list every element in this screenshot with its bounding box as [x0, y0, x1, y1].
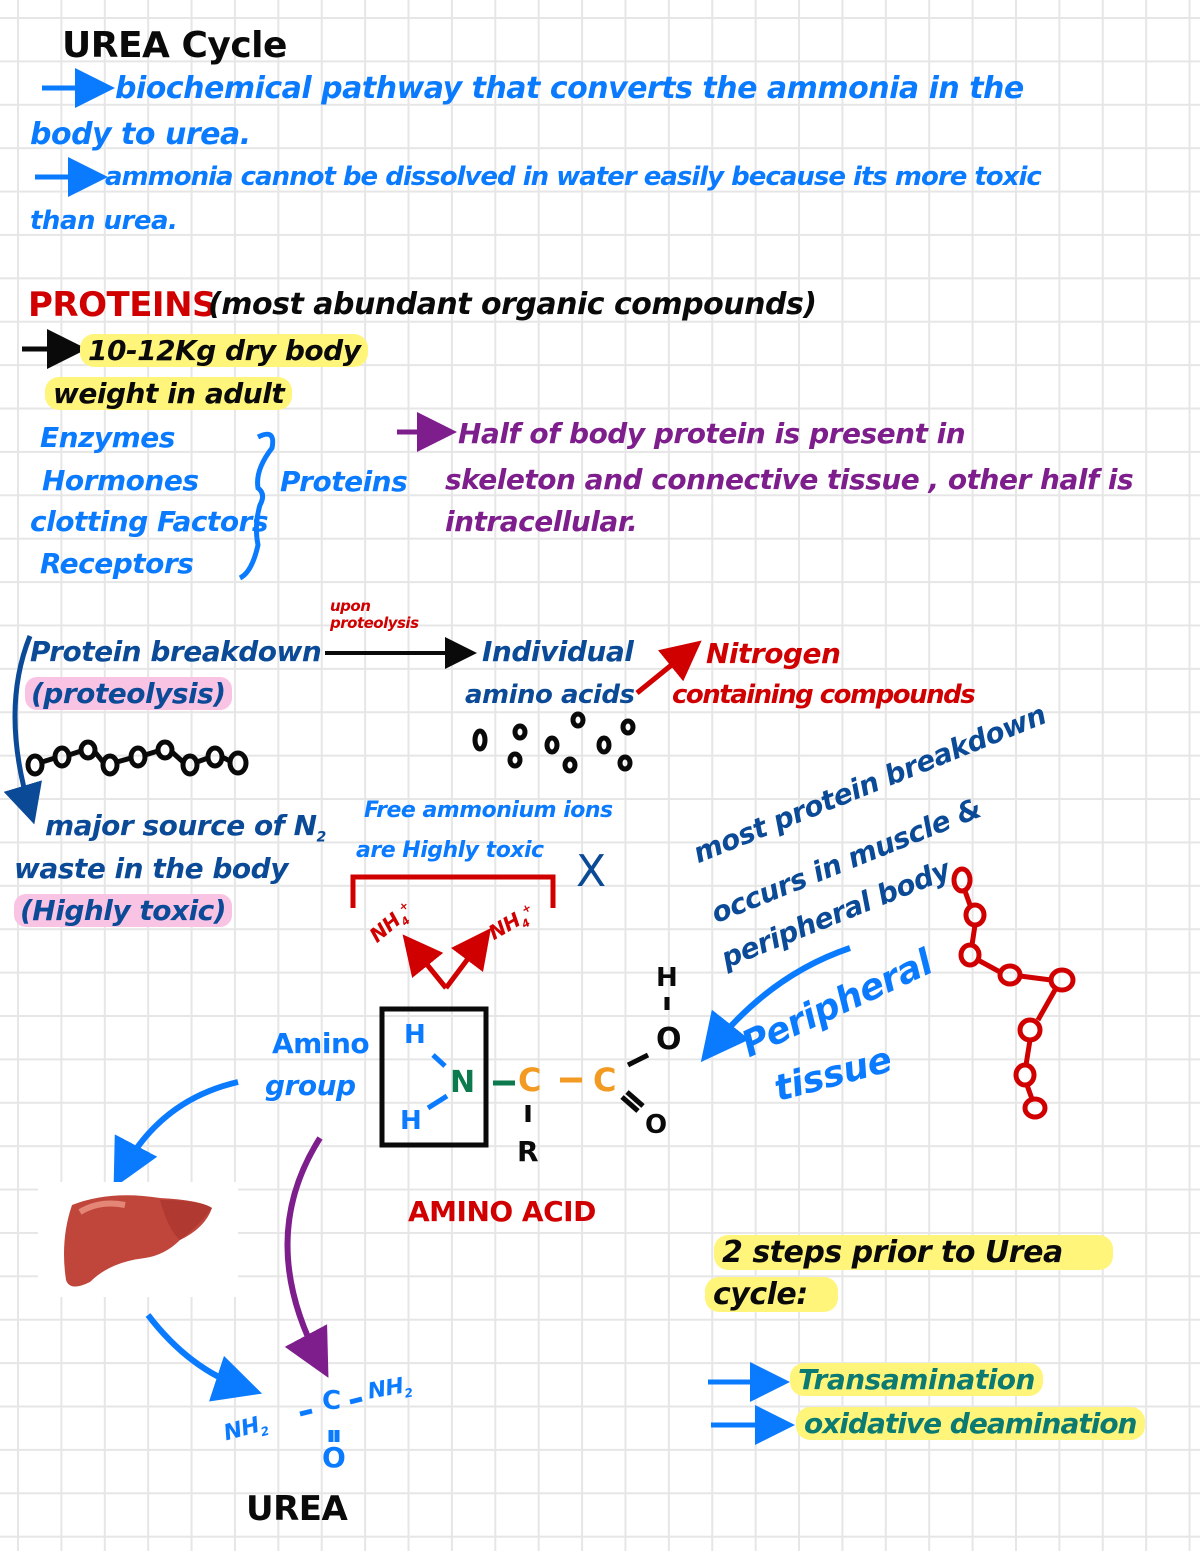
proteins-subtitle: (most abundant organic compounds): [208, 287, 817, 322]
amino-group-label-2: group: [265, 1069, 356, 1102]
protein-list-item: Enzymes: [40, 421, 175, 454]
urea-oxygen: O: [322, 1441, 346, 1474]
weight-line-2: weight in adult: [45, 377, 293, 410]
urea-carbon: C: [322, 1386, 341, 1416]
protein-list-item: Hormones: [42, 464, 199, 497]
atom-r: R: [517, 1135, 539, 1168]
arrow-icon: [635, 640, 702, 695]
curved-arrow-icon: [145, 1313, 263, 1402]
brace-icon: [238, 431, 276, 581]
proteins-heading: PROTEINS: [28, 285, 217, 325]
page-title: UREA Cycle: [62, 25, 287, 66]
steps-heading-line-2: cycle:: [705, 1277, 838, 1312]
major-source-line-2: waste in the body: [14, 852, 288, 885]
step-transamination: Transamination: [790, 1363, 1043, 1396]
curved-arrow-icon: [284, 1136, 329, 1378]
atom-h-hydroxyl: H: [656, 963, 678, 993]
intro-line-1: biochemical pathway that converts the am…: [115, 71, 1024, 106]
proteolysis-arrow-label: upon proteolysis: [330, 597, 419, 632]
curved-arrow-icon: [700, 945, 851, 1063]
major-source-line-1: major source of N2: [45, 809, 326, 846]
amino-acid-caption: AMINO ACID: [408, 1195, 596, 1228]
amino-group-box: [379, 1006, 489, 1148]
chemical-bonds: [426, 997, 670, 1122]
highly-toxic-label: (Highly toxic): [14, 894, 233, 927]
liver-icon: [38, 1182, 238, 1297]
atom-n: N: [450, 1065, 475, 1100]
half-protein-line-3: intracellular.: [445, 505, 638, 538]
atom-h-bottom: H: [400, 1106, 422, 1136]
half-protein-line-2: skeleton and connective tissue , other h…: [445, 463, 1134, 496]
nitrogen-compounds-label: containing compounds: [672, 680, 976, 710]
individual-label: Individual: [482, 635, 634, 668]
intro-line-2: ammonia cannot be dissolved in water eas…: [105, 162, 1042, 192]
step-oxidative-deamination: oxidative deamination: [796, 1407, 1145, 1440]
atom-c-carboxyl: C: [593, 1061, 616, 1099]
peptide-chain-icon: [25, 739, 249, 777]
proteins-group-label: Proteins: [280, 465, 408, 498]
weight-line-1: 10-12Kg dry body: [80, 334, 369, 367]
urea-caption: UREA: [246, 1489, 348, 1529]
atom-o-hydroxyl: O: [656, 1022, 682, 1057]
atom-o-double: O: [645, 1110, 667, 1140]
nitrogen-label: Nitrogen: [706, 637, 841, 670]
atom-c-alpha: C: [518, 1061, 541, 1099]
intro-line-1b: body to urea.: [30, 117, 251, 152]
protein-list-item: clotting Factors: [30, 505, 269, 538]
amino-acids-label: amino acids: [465, 680, 635, 710]
protein-breakdown-label: Protein breakdown: [30, 635, 322, 668]
cross-mark-icon: X: [576, 846, 606, 897]
curved-arrow-icon: [3, 635, 42, 825]
free-ammonium-line-2: are Highly toxic: [356, 838, 544, 863]
intro-line-2b: than urea.: [30, 206, 178, 236]
arrow-icon: [402, 928, 491, 990]
protein-list-item: Receptors: [40, 547, 194, 580]
urea-bonds: [299, 1396, 363, 1442]
curved-arrow-icon: [113, 1079, 239, 1188]
amino-acid-dots-icon: [472, 711, 636, 774]
half-protein-line-1: Half of body protein is present in: [458, 417, 966, 450]
amino-group-label-1: Amino: [272, 1027, 370, 1060]
free-ammonium-line-1: Free ammonium ions: [364, 798, 613, 823]
bracket-icon: [350, 874, 556, 908]
proteolysis-label: (proteolysis): [25, 677, 232, 710]
atom-h-top: H: [404, 1020, 426, 1050]
steps-heading-line-1: 2 steps prior to Urea: [714, 1235, 1113, 1270]
peptide-chain-icon: [951, 866, 1076, 1120]
